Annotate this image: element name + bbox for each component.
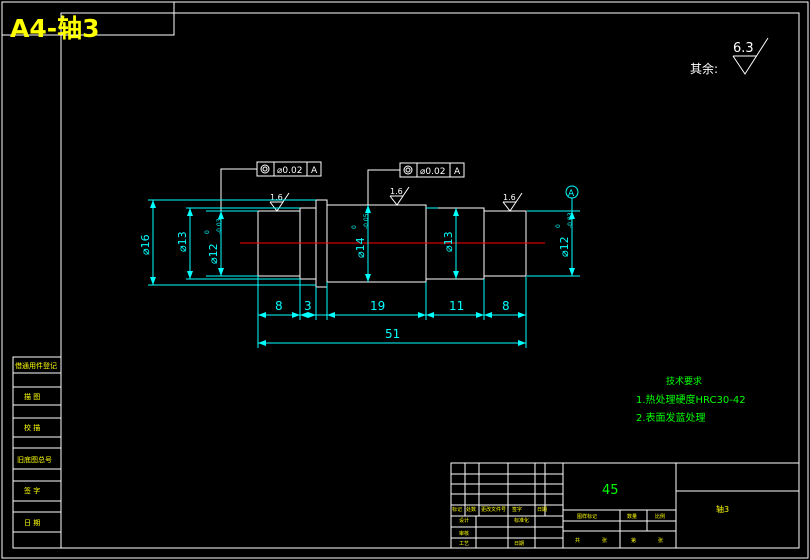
dim-len-2: 3 <box>304 299 312 313</box>
side-block-label-3: 校 描 <box>24 423 40 432</box>
tb-label-sheets-1: 张 <box>602 537 607 544</box>
surface-mark-1-value: 1.6 <box>270 193 283 202</box>
tb-label-mark: 标记 <box>452 506 462 513</box>
tb-label-quantity: 数量 <box>627 513 637 520</box>
roughness-other-value: 6.3 <box>733 41 754 56</box>
side-block <box>12 356 62 549</box>
title-block-part-name: 轴3 <box>716 504 729 514</box>
dim-d14-tol-lower: -0.05 <box>363 213 370 229</box>
tb-label-change-doc: 更改文件号 <box>481 506 506 513</box>
side-block-label-2: 描 图 <box>24 392 40 401</box>
tb-label-date: 日期 <box>537 507 547 513</box>
tb-label-date-2: 日期 <box>514 541 524 547</box>
dim-len-5: 8 <box>502 299 510 313</box>
datum-a-symbol: A <box>564 185 580 212</box>
tech-req-item-1: 1.热处理硬度HRC30-42 <box>636 393 746 406</box>
dim-len-3: 19 <box>370 299 385 313</box>
dim-d12-right-tol-upper: 0 <box>555 224 562 228</box>
vertical-arrows <box>150 200 575 285</box>
tech-req-item-2: 2.表面发蓝处理 <box>636 411 706 424</box>
inner-border <box>60 12 800 549</box>
dim-d13-left: ⌀13 <box>176 231 189 252</box>
extension-lines <box>148 199 580 348</box>
tolerance-value-1: ⌀0.02 <box>277 166 302 176</box>
side-block-label-5: 签 字 <box>24 486 40 495</box>
surface-mark-1: 1.6 <box>269 192 290 212</box>
tb-label-total: 共 <box>575 537 580 544</box>
horizontal-arrows <box>258 312 526 346</box>
dim-d13-right: ⌀13 <box>442 231 455 252</box>
dim-len-1: 8 <box>275 299 283 313</box>
surface-mark-2-value: 1.6 <box>390 187 403 196</box>
roughness-other-symbol: 其余: 6.3 <box>690 37 769 76</box>
dim-d12-left-tol-upper: 0 <box>204 230 211 234</box>
dim-d14-tol-upper: 0 <box>351 225 358 229</box>
tb-label-standardization: 标准化 <box>514 517 529 524</box>
roughness-other-prefix: 其余: <box>690 61 718 76</box>
tech-req-heading: 技术要求 <box>666 375 702 387</box>
side-block-label-6: 日 期 <box>24 519 40 527</box>
vertical-dimensions <box>152 200 573 285</box>
tb-label-sign: 签字 <box>512 506 522 513</box>
title-label-box <box>1 1 175 36</box>
tb-label-process: 工艺 <box>459 541 469 547</box>
tb-label-sheets-2: 张 <box>658 537 663 544</box>
tolerance-datum-2: A <box>454 167 461 177</box>
dim-d14: ⌀14 <box>354 237 367 258</box>
tb-label-sheet-no: 第 <box>631 537 636 544</box>
surface-mark-2: 1.6 <box>389 186 410 206</box>
title-block-material: 45 <box>602 483 619 498</box>
tolerance-frame-2: ⌀0.02 A <box>367 162 465 232</box>
tb-label-review: 审核 <box>459 530 469 537</box>
title-label: A4-轴3 <box>10 14 100 43</box>
dim-d12-right-tol-lower: -0.03 <box>567 212 574 228</box>
surface-mark-3-value: 1.6 <box>503 193 516 202</box>
dim-d12-right: ⌀12 <box>558 236 571 257</box>
tolerance-value-2: ⌀0.02 <box>420 167 445 177</box>
dim-total-length: 51 <box>385 327 400 341</box>
dim-len-4: 11 <box>449 299 464 313</box>
dim-d12-left-tol-lower: -0.03 <box>216 218 223 234</box>
tb-label-scale: 比例 <box>655 513 665 520</box>
side-block-label-4: 旧底图总号 <box>17 455 52 464</box>
datum-a-label: A <box>568 189 575 199</box>
tb-label-drawing-mark: 图样标记 <box>577 513 597 520</box>
tb-label-count: 处数 <box>466 506 476 513</box>
tb-label-design: 设计 <box>459 517 469 524</box>
tolerance-datum-1: A <box>311 166 318 176</box>
side-block-label-1: 借通用件登记 <box>15 361 57 370</box>
surface-mark-3: 1.6 <box>502 192 523 212</box>
dim-d12-left: ⌀12 <box>207 243 220 264</box>
dim-d16: ⌀16 <box>139 234 152 255</box>
title-block <box>450 462 800 549</box>
